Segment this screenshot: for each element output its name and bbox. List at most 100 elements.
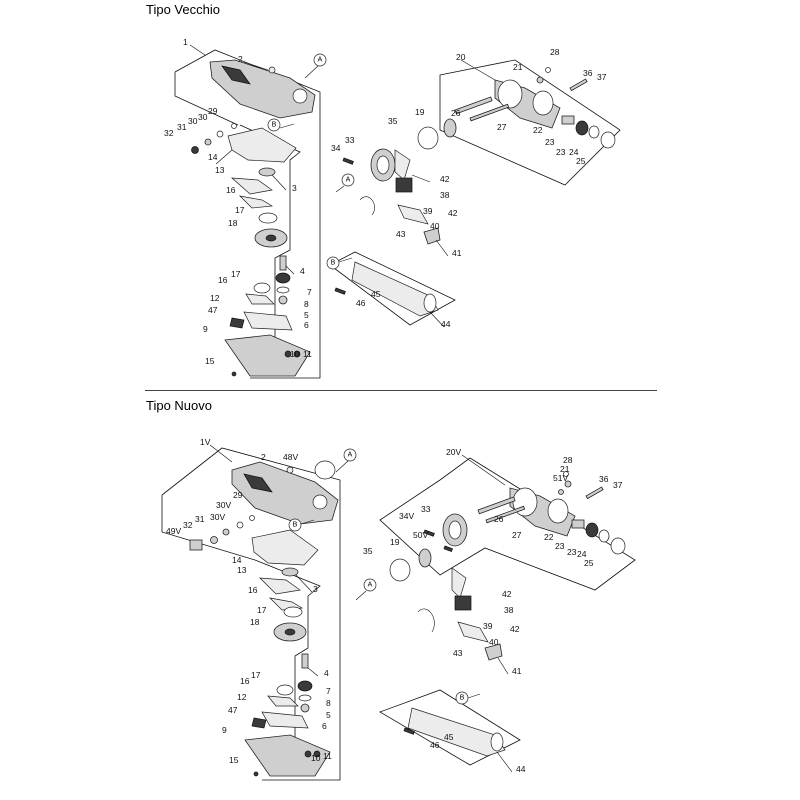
old-label-27: 27 bbox=[497, 122, 507, 132]
new-part-17b bbox=[276, 684, 294, 696]
new-handle-end bbox=[490, 732, 504, 752]
new-part-49v bbox=[189, 539, 203, 551]
old-label-42b: 42 bbox=[448, 208, 458, 218]
new-label-48v: 48V bbox=[283, 452, 298, 462]
new-part-48v bbox=[314, 460, 336, 480]
new-label-1v: 1V bbox=[200, 437, 211, 447]
new-label-44: 44 bbox=[516, 764, 526, 774]
old-frame-left bbox=[174, 72, 239, 126]
old-label-35: 35 bbox=[388, 116, 398, 126]
old-gearcase-slot bbox=[221, 65, 251, 85]
old-label-17b: 17 bbox=[231, 269, 241, 279]
old-part-28 bbox=[545, 67, 551, 73]
old-head-bore-2 bbox=[532, 90, 554, 116]
old-part-35 bbox=[417, 126, 439, 150]
new-part-24 bbox=[598, 529, 610, 543]
old-part-12 bbox=[243, 311, 293, 331]
old-part-18-hub bbox=[265, 234, 277, 242]
new-frame-left bbox=[161, 495, 256, 561]
new-ref-a-mid-text: A bbox=[368, 582, 373, 589]
old-base-plate bbox=[224, 334, 311, 377]
new-label-20v: 20V bbox=[446, 447, 461, 457]
new-part-25 bbox=[610, 537, 626, 555]
new-part-40 bbox=[457, 621, 489, 643]
old-part-22 bbox=[561, 115, 575, 125]
new-label-11: 11 bbox=[323, 751, 332, 761]
new-label-29: 29 bbox=[233, 490, 243, 500]
new-part-37 bbox=[585, 486, 604, 500]
old-part-5 bbox=[276, 286, 290, 294]
old-label-32: 32 bbox=[164, 128, 174, 138]
new-part-29 bbox=[249, 515, 255, 521]
new-label-30v: 30V bbox=[216, 500, 231, 510]
old-label-44: 44 bbox=[441, 319, 451, 329]
old-part-24 bbox=[588, 125, 600, 139]
old-label-20: 20 bbox=[456, 52, 466, 62]
old-label-2: 2 bbox=[238, 54, 243, 64]
old-part-26 bbox=[454, 96, 493, 115]
old-ref-a-top: A bbox=[304, 53, 327, 79]
new-part-2 bbox=[286, 466, 294, 474]
new-handle-frame bbox=[379, 689, 521, 766]
old-part-10 bbox=[284, 350, 292, 358]
old-label-15: 15 bbox=[205, 356, 215, 366]
old-label-23b: 23 bbox=[556, 147, 566, 157]
new-label-24: 24 bbox=[577, 549, 587, 559]
old-label-14: 14 bbox=[208, 152, 218, 162]
new-label-26: 26 bbox=[494, 514, 504, 524]
old-label-6: 6 bbox=[304, 320, 309, 330]
new-part-28 bbox=[563, 471, 569, 477]
new-part-13 bbox=[259, 577, 301, 595]
new-label-22: 22 bbox=[544, 532, 554, 542]
old-part-47 bbox=[229, 317, 245, 329]
new-part-17 bbox=[283, 606, 303, 618]
old-part-19 bbox=[443, 118, 457, 138]
new-label-42b: 42 bbox=[510, 624, 520, 634]
old-part-30 bbox=[216, 130, 224, 138]
new-gasket bbox=[251, 529, 319, 566]
old-part-27 bbox=[469, 103, 510, 122]
old-label-11: 11 bbox=[303, 349, 312, 359]
old-label-17: 17 bbox=[235, 205, 245, 215]
new-part-7 bbox=[297, 680, 313, 692]
old-label-23: 23 bbox=[545, 137, 555, 147]
old-part-15 bbox=[231, 371, 237, 377]
new-label-47: 47 bbox=[228, 705, 238, 715]
old-label-47: 47 bbox=[208, 305, 218, 315]
old-ref-a-mid: A bbox=[335, 173, 355, 193]
old-label-34: 34 bbox=[331, 143, 341, 153]
old-label-24: 24 bbox=[569, 147, 579, 157]
old-part-34 bbox=[342, 157, 354, 165]
old-label-33: 33 bbox=[345, 135, 355, 145]
new-part-15 bbox=[253, 771, 259, 777]
new-label-38: 38 bbox=[504, 605, 514, 615]
new-part-27 bbox=[485, 505, 526, 524]
old-handle bbox=[351, 261, 439, 317]
new-ref-a-top: A bbox=[335, 448, 357, 473]
old-part-16b bbox=[245, 293, 275, 305]
old-head-frame bbox=[439, 59, 621, 186]
new-gearcase-slot bbox=[243, 473, 273, 493]
old-label-3: 3 bbox=[292, 183, 297, 193]
new-label-13: 13 bbox=[237, 565, 247, 575]
old-ref-b-top: B bbox=[267, 118, 295, 132]
old-gasket bbox=[227, 127, 297, 163]
new-label-16b: 16 bbox=[240, 676, 250, 686]
old-label-31: 31 bbox=[177, 122, 187, 132]
old-handle-frame bbox=[329, 251, 456, 326]
new-label-43: 43 bbox=[453, 648, 463, 658]
new-label-46: 46 bbox=[430, 740, 440, 750]
old-part-16 bbox=[238, 195, 274, 209]
old-part-37 bbox=[569, 78, 588, 92]
old-ref-a-top-text: A bbox=[318, 57, 323, 64]
old-label-30: 30 bbox=[198, 112, 208, 122]
new-part-33-hole bbox=[448, 520, 462, 540]
new-label-25: 25 bbox=[584, 558, 594, 568]
new-part-39 bbox=[454, 595, 472, 611]
new-ref-a-mid: A bbox=[355, 578, 377, 601]
new-part-43 bbox=[417, 608, 435, 633]
old-label-10: 10 bbox=[290, 349, 300, 359]
old-part-40 bbox=[397, 204, 429, 225]
old-gearcase-bearing bbox=[292, 88, 308, 104]
